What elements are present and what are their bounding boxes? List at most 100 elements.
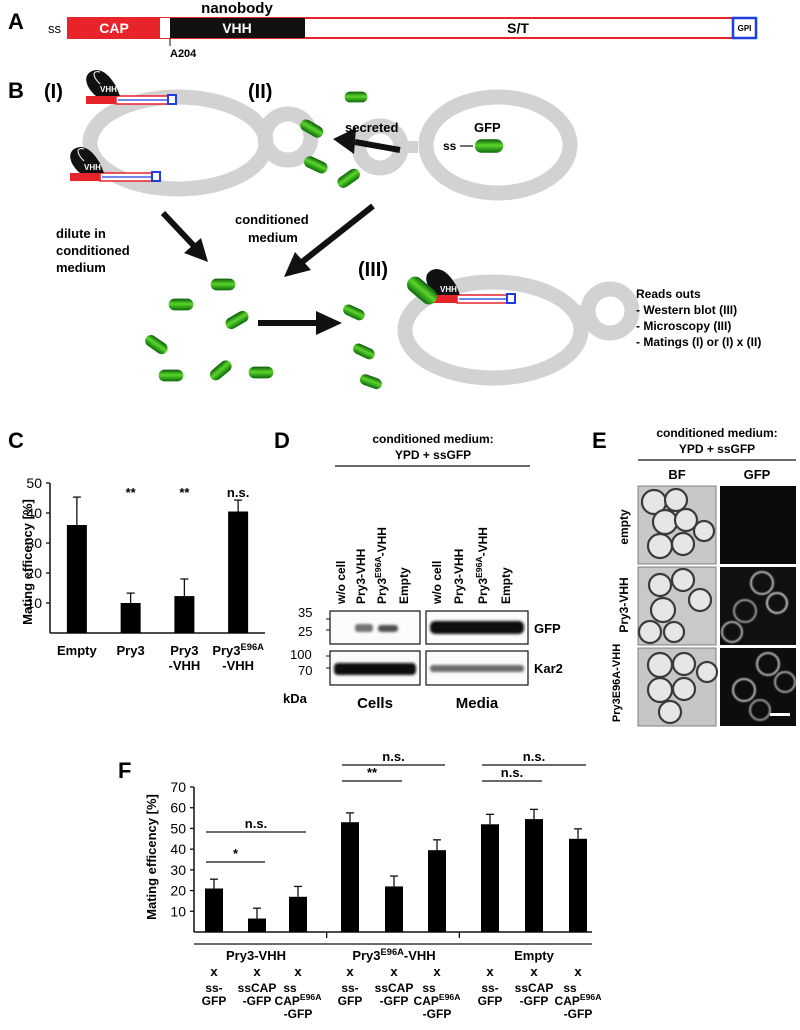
panel-label-b: B xyxy=(8,78,24,103)
e-gfp-pry3 xyxy=(720,567,796,645)
f-group-label: Empty xyxy=(514,948,555,963)
d-label-gfp: GFP xyxy=(534,621,561,636)
b-construct-top: VHH xyxy=(86,70,177,105)
c-significance: n.s. xyxy=(227,485,249,500)
f-category-label: GFP xyxy=(338,994,363,1008)
f-y-tick-label: 10 xyxy=(170,903,186,919)
f-category-label: ss xyxy=(563,981,577,995)
b-cell-1 xyxy=(82,89,319,197)
panel-label-f: F xyxy=(118,758,131,783)
f-bar xyxy=(569,838,587,932)
c-bar xyxy=(120,603,141,633)
f-comparison-label: n.s. xyxy=(523,749,545,764)
b-step-3: (III) xyxy=(358,259,388,281)
c-category-label: Pry3E96A xyxy=(212,642,264,658)
e-header-2: YPD + ssGFP xyxy=(679,442,755,456)
d-marker-25: 25 xyxy=(298,624,312,639)
b-secreted-label: secreted xyxy=(345,120,399,135)
a-st-label: S/T xyxy=(507,20,529,36)
b-gfp-intracellular xyxy=(474,139,504,153)
f-bar xyxy=(525,819,543,932)
b-arrows xyxy=(160,128,401,335)
f-bar xyxy=(289,896,307,932)
b-gfp-label: GFP xyxy=(474,120,501,135)
d-header-1: conditioned medium: xyxy=(372,432,493,446)
b-construct-bottom: VHH xyxy=(70,147,161,182)
c-category-label: Pry3 xyxy=(170,643,198,658)
e-scale-bar xyxy=(770,713,790,716)
b-dilute-3: medium xyxy=(56,260,106,275)
b-vhh-tag-iii: VHH xyxy=(440,285,457,294)
f-cross: x xyxy=(433,964,441,979)
f-category-label: GFP xyxy=(478,994,503,1008)
f-category-label: ssCAP xyxy=(238,981,277,995)
f-cross: x xyxy=(210,964,218,979)
a-gpi-label: GPI xyxy=(738,24,752,33)
a-cap-label: CAP xyxy=(99,20,129,36)
b-step-2: (II) xyxy=(248,81,272,103)
d-blots xyxy=(329,610,529,686)
c-category-label: Pry3 xyxy=(117,643,145,658)
d-lane-label: Pry3-VHH xyxy=(354,549,368,604)
f-cross: x xyxy=(530,964,538,979)
f-comparison-label: * xyxy=(233,846,239,861)
b-readout-2: - Microscopy (III) xyxy=(636,319,731,333)
a-gpi-anchor xyxy=(731,16,758,40)
f-comparison-label: n.s. xyxy=(245,816,267,831)
e-gfp-empty xyxy=(720,486,796,564)
panel-label-d: D xyxy=(274,428,290,453)
c-y-tick-label: 30 xyxy=(26,535,42,551)
c-ylabel: Mating efficency [%] xyxy=(20,499,35,625)
c-category-label: -VHH xyxy=(168,658,200,673)
f-cross: x xyxy=(253,964,261,979)
b-ss-label: ss xyxy=(443,139,457,153)
d-lane-label: Empty xyxy=(499,567,513,604)
f-cross: x xyxy=(574,964,582,979)
f-category-label: -GFP xyxy=(423,1007,452,1021)
c-category-label: -VHH xyxy=(222,658,254,673)
d-lane-label: Pry3E96A-VHH xyxy=(373,527,389,604)
a-gap xyxy=(160,18,170,38)
c-significance: ** xyxy=(179,485,190,500)
f-category-label: -GFP xyxy=(564,1007,593,1021)
f-category-label: ss xyxy=(422,981,436,995)
d-header-2: YPD + ssGFP xyxy=(395,448,471,462)
f-y-tick-label: 70 xyxy=(170,779,186,795)
d-lane-label: w/o cell xyxy=(430,561,444,605)
e-row-pry3-vhh: Pry3-VHH xyxy=(617,577,631,632)
f-chart: 10203040506070xss-GFPxssCAP-GFPxssCAPE96… xyxy=(170,749,601,1021)
e-row-empty: empty xyxy=(617,509,631,545)
b-readout-1: - Western blot (III) xyxy=(636,303,737,317)
f-category-label: ss xyxy=(283,981,297,995)
b-dilute-1: dilute in xyxy=(56,226,106,241)
d-group-cells: Cells xyxy=(357,695,393,712)
c-y-tick-label: 20 xyxy=(26,565,42,581)
f-category-label: -GFP xyxy=(284,1007,313,1021)
f-category-label: ss- xyxy=(481,981,498,995)
d-kda: kDa xyxy=(283,691,308,706)
e-header-1: conditioned medium: xyxy=(656,426,777,440)
b-step-1: (I) xyxy=(44,81,63,103)
d-blot-gfp-cells xyxy=(329,610,421,645)
f-cross: x xyxy=(486,964,494,979)
c-bar xyxy=(174,596,195,633)
f-y-tick-label: 60 xyxy=(170,800,186,816)
f-comparison-label: n.s. xyxy=(501,765,523,780)
f-ylabel: Mating efficency [%] xyxy=(144,794,159,920)
b-readouts-title: Reads outs xyxy=(636,287,701,301)
f-cross: x xyxy=(390,964,398,979)
f-bar xyxy=(341,822,359,932)
f-comparison-label: n.s. xyxy=(382,749,404,764)
f-bar xyxy=(205,888,223,932)
b-readout-3: - Matings (I) or (I) x (II) xyxy=(636,335,761,349)
d-label-kar2: Kar2 xyxy=(534,661,563,676)
f-bar xyxy=(428,850,446,932)
f-cross: x xyxy=(294,964,302,979)
d-marker-70: 70 xyxy=(298,663,312,678)
f-category-label: GFP xyxy=(202,994,227,1008)
d-marker-35: 35 xyxy=(298,605,312,620)
panel-label-a: A xyxy=(8,9,24,34)
d-lane-label: Pry3-VHH xyxy=(452,549,466,604)
f-y-tick-label: 50 xyxy=(170,820,186,836)
c-y-tick-label: 50 xyxy=(26,475,42,491)
